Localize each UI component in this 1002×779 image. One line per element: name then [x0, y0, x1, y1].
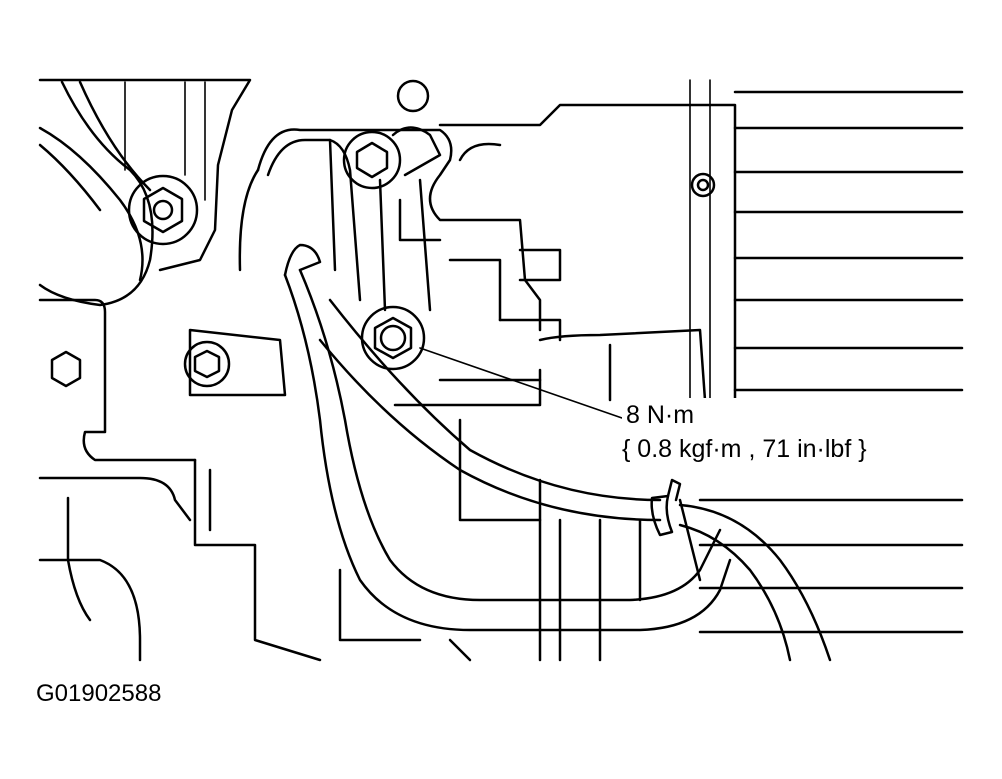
- lower-casting: [338, 328, 707, 662]
- target-bolt: [360, 305, 426, 371]
- mounting-bracket: [238, 128, 562, 342]
- stay-bolt: [183, 328, 287, 397]
- leader-line: [419, 347, 623, 419]
- hose-clamp: [650, 478, 682, 537]
- hose: [283, 243, 832, 662]
- torque-secondary: { 0.8 kgf·m , 71 in·lbf }: [622, 435, 867, 463]
- top-boss: [396, 79, 430, 113]
- housing-ribs: [689, 79, 964, 634]
- left-housing: [38, 298, 322, 662]
- torque-callout: 8 N·m { 0.8 kgf·m , 71 in·lbf }: [622, 398, 867, 466]
- right-boss: [690, 172, 716, 198]
- torque-primary: 8 N·m: [626, 401, 695, 429]
- pulley-cover: [38, 78, 252, 307]
- upper-bolt: [342, 126, 442, 190]
- figure-id: G01902588: [36, 680, 162, 707]
- top-flange: [438, 103, 737, 402]
